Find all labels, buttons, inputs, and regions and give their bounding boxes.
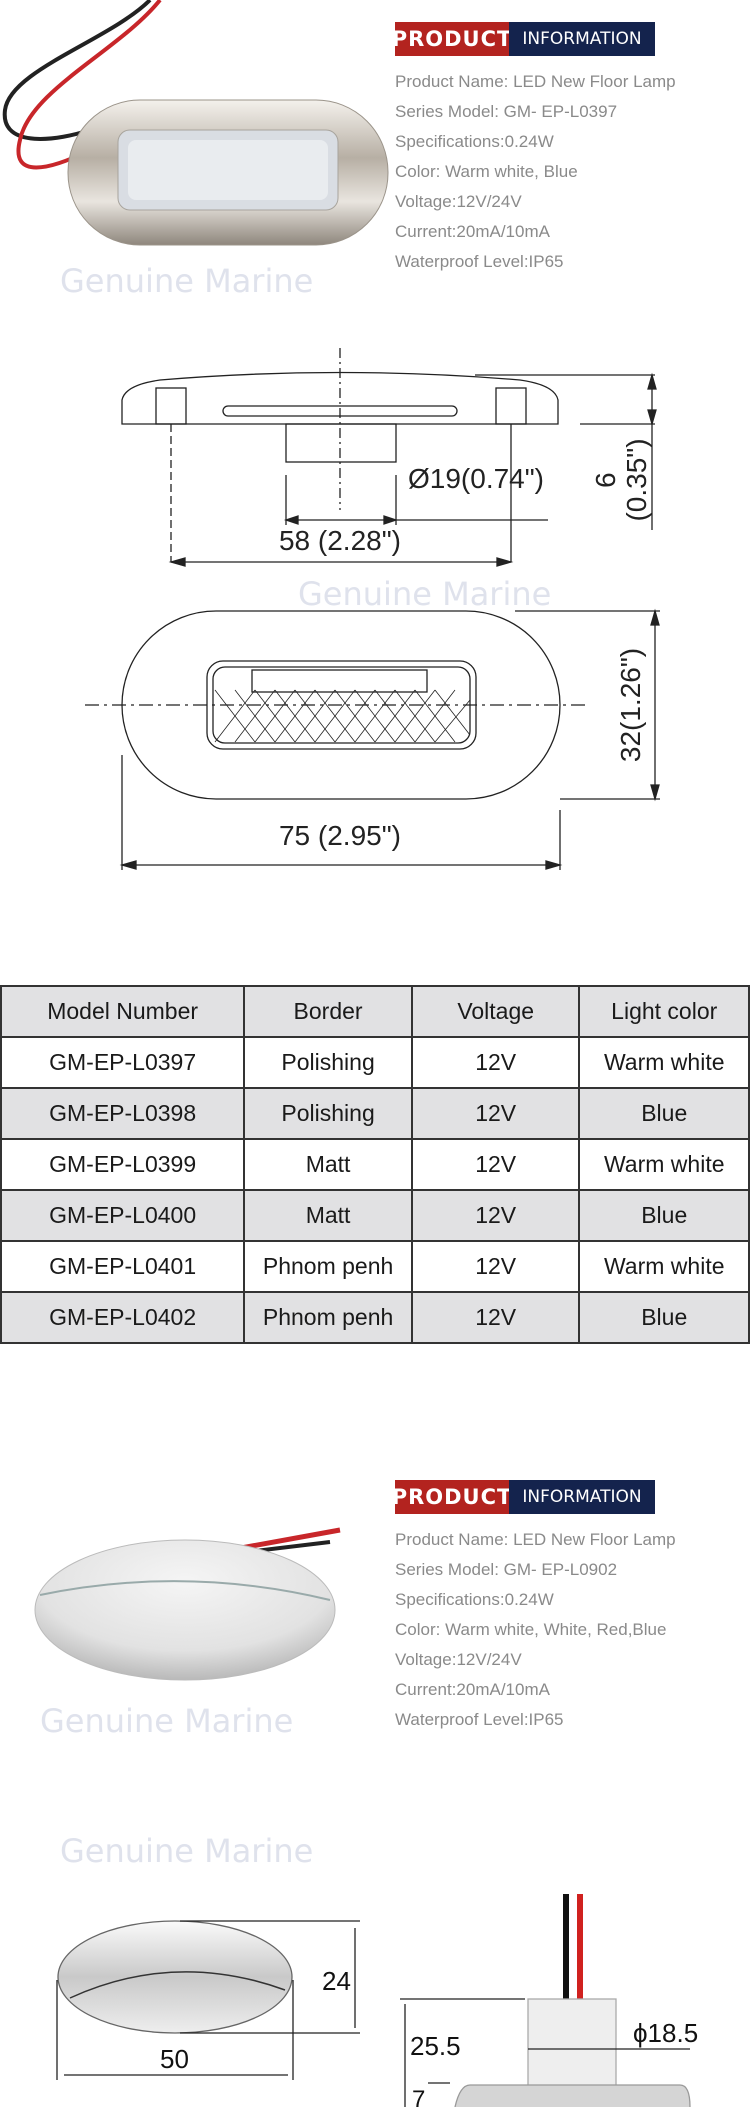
watermark: Genuine Marine	[60, 1832, 314, 1870]
spec-item: Color: Warm white, White, Red,Blue	[395, 1620, 667, 1639]
cell: Phnom penh	[243, 1291, 413, 1344]
dim-width: 50	[160, 2044, 189, 2074]
table-header-row: Model Number Border Voltage Light color	[0, 985, 750, 1038]
cell: Matt	[243, 1138, 413, 1191]
cell: GM-EP-L0399	[0, 1138, 246, 1191]
spec-item: Specifications:0.24W	[395, 132, 554, 151]
model-table: Model Number Border Voltage Light color …	[0, 985, 750, 1344]
dim-length: 75 (2.95")	[279, 820, 401, 851]
spec-item: Product Name: LED New Floor Lamp	[395, 72, 676, 91]
dim-depth: 25.5	[410, 2031, 461, 2061]
cell: GM-EP-L0398	[0, 1087, 246, 1140]
cell: Polishing	[243, 1036, 413, 1089]
dim-flange: 7	[412, 2086, 425, 2107]
column-header: Light color	[578, 985, 750, 1038]
cell: 12V	[410, 1291, 581, 1344]
header-product: PRODUCT	[392, 1480, 511, 1514]
watermark: Genuine Marine	[298, 575, 552, 613]
dim-height-mm: 9	[590, 472, 621, 488]
header-product: PRODUCT	[392, 22, 511, 56]
dim-hole-spacing: 58 (2.28")	[279, 525, 401, 556]
cell: 12V	[410, 1189, 581, 1242]
watermark: Genuine Marine	[40, 1702, 294, 1740]
cell: Warm white	[578, 1240, 750, 1293]
spec-item: Specifications:0.24W	[395, 1590, 554, 1609]
spec-item: Current:20mA/10mA	[395, 222, 550, 241]
header-information: INFORMATION	[509, 1480, 655, 1514]
header-information: INFORMATION	[509, 22, 655, 56]
technical-drawing-2: 24 50 ϕ18.5 25.5 7	[56, 1894, 698, 2107]
product-photo-oval-lamp	[2, 0, 389, 246]
spec-item: Series Model: GM- EP-L0902	[395, 1560, 618, 1579]
cell: Blue	[578, 1087, 750, 1140]
cell: GM-EP-L0402	[0, 1291, 246, 1344]
spec-item: Current:20mA/10mA	[395, 1680, 550, 1699]
column-header: Model Number	[0, 985, 246, 1038]
cell: Warm white	[578, 1036, 750, 1089]
spec-list: Product Name: LED New Floor Lamp Series …	[395, 67, 676, 277]
cell: 12V	[410, 1240, 581, 1293]
spec-item: Color: Warm white, Blue	[395, 162, 578, 181]
column-header: Border	[243, 985, 413, 1038]
dim-width: 32(1.26")	[615, 648, 646, 762]
technical-drawing-1: Ø19(0.74") 58 (2.28") 9 (0.35") 32(1.26"…	[85, 348, 660, 870]
dim-height-in: (0.35")	[621, 438, 652, 521]
cell: GM-EP-L0397	[0, 1036, 246, 1089]
watermark: Genuine Marine	[60, 262, 314, 300]
dim-diameter: ϕ18.5	[633, 2018, 698, 2048]
spec-item: Waterproof Level:IP65	[395, 252, 564, 271]
cell: 12V	[410, 1138, 581, 1191]
cell: Warm white	[578, 1138, 750, 1191]
cell: Polishing	[243, 1087, 413, 1140]
cell: 12V	[410, 1087, 581, 1140]
cell: Blue	[578, 1291, 750, 1344]
cell: Phnom penh	[243, 1240, 413, 1293]
spec-item: Waterproof Level:IP65	[395, 1710, 564, 1729]
cell: Blue	[578, 1189, 750, 1242]
cell: GM-EP-L0401	[0, 1240, 246, 1293]
column-header: Voltage	[410, 985, 581, 1038]
spec-item: Series Model: GM- EP-L0397	[395, 102, 618, 121]
dim-height: 24	[322, 1966, 351, 1996]
cell: GM-EP-L0400	[0, 1189, 246, 1242]
product-photo-dome-lamp	[34, 1527, 341, 1681]
dim-stem-diameter: Ø19(0.74")	[408, 463, 544, 494]
spec-item: Voltage:12V/24V	[395, 1650, 522, 1669]
cell: Matt	[243, 1189, 413, 1242]
product-information-header: PRODUCT INFORMATION	[392, 22, 655, 56]
spec-item: Product Name: LED New Floor Lamp	[395, 1530, 676, 1549]
spec-list: Product Name: LED New Floor Lamp Series …	[395, 1525, 676, 1735]
spec-item: Voltage:12V/24V	[395, 192, 522, 211]
product-information-header: PRODUCT INFORMATION	[392, 1480, 655, 1514]
cell: 12V	[410, 1036, 581, 1089]
